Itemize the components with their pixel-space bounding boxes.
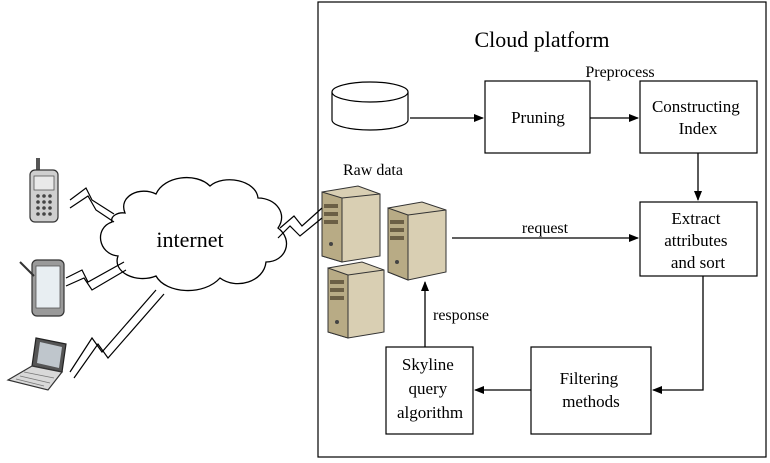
internet-cloud-icon	[99, 176, 288, 292]
link-internet-server	[279, 207, 323, 229]
request-label: request	[522, 220, 569, 237]
platform-title: Cloud platform	[474, 27, 609, 52]
filtering-methods-box	[530, 346, 652, 435]
mobile-phone-icon	[29, 158, 59, 223]
constructing-index-box	[639, 80, 758, 154]
extract-attributes-label: Extract attributes and sort	[664, 209, 732, 272]
tablet-icon	[19, 259, 65, 317]
constructing-index-label: Constructing Index	[652, 97, 744, 138]
skyline-algorithm-label: Skyline query algorithm	[397, 355, 463, 422]
server-icon	[387, 201, 447, 281]
response-label: response	[433, 307, 489, 324]
link-tablet-internet-2	[65, 269, 127, 291]
skyline-algorithm-box	[385, 346, 474, 435]
link-phone-internet	[69, 187, 115, 215]
laptop-icon	[6, 337, 67, 391]
raw-data-label: Raw data	[343, 162, 403, 179]
link-laptop-internet	[69, 289, 157, 373]
cloud-platform-frame	[317, 1, 767, 458]
server-icon	[327, 261, 385, 339]
link-internet-server-2	[277, 217, 323, 239]
pruning-label: Pruning	[511, 108, 565, 127]
server-icon	[321, 185, 381, 263]
extract-attributes-box	[639, 201, 758, 277]
internet-label: internet	[156, 227, 223, 252]
link-laptop-internet-2	[73, 293, 165, 379]
pruning-box	[484, 80, 591, 154]
link-phone-internet-2	[69, 195, 115, 223]
filtering-methods-label: Filtering methods	[560, 369, 623, 411]
preprocess-label: Preprocess	[585, 64, 654, 81]
arrow-extract-to-filtering	[652, 276, 704, 394]
link-tablet-internet	[65, 261, 125, 283]
database-icon	[331, 81, 409, 131]
